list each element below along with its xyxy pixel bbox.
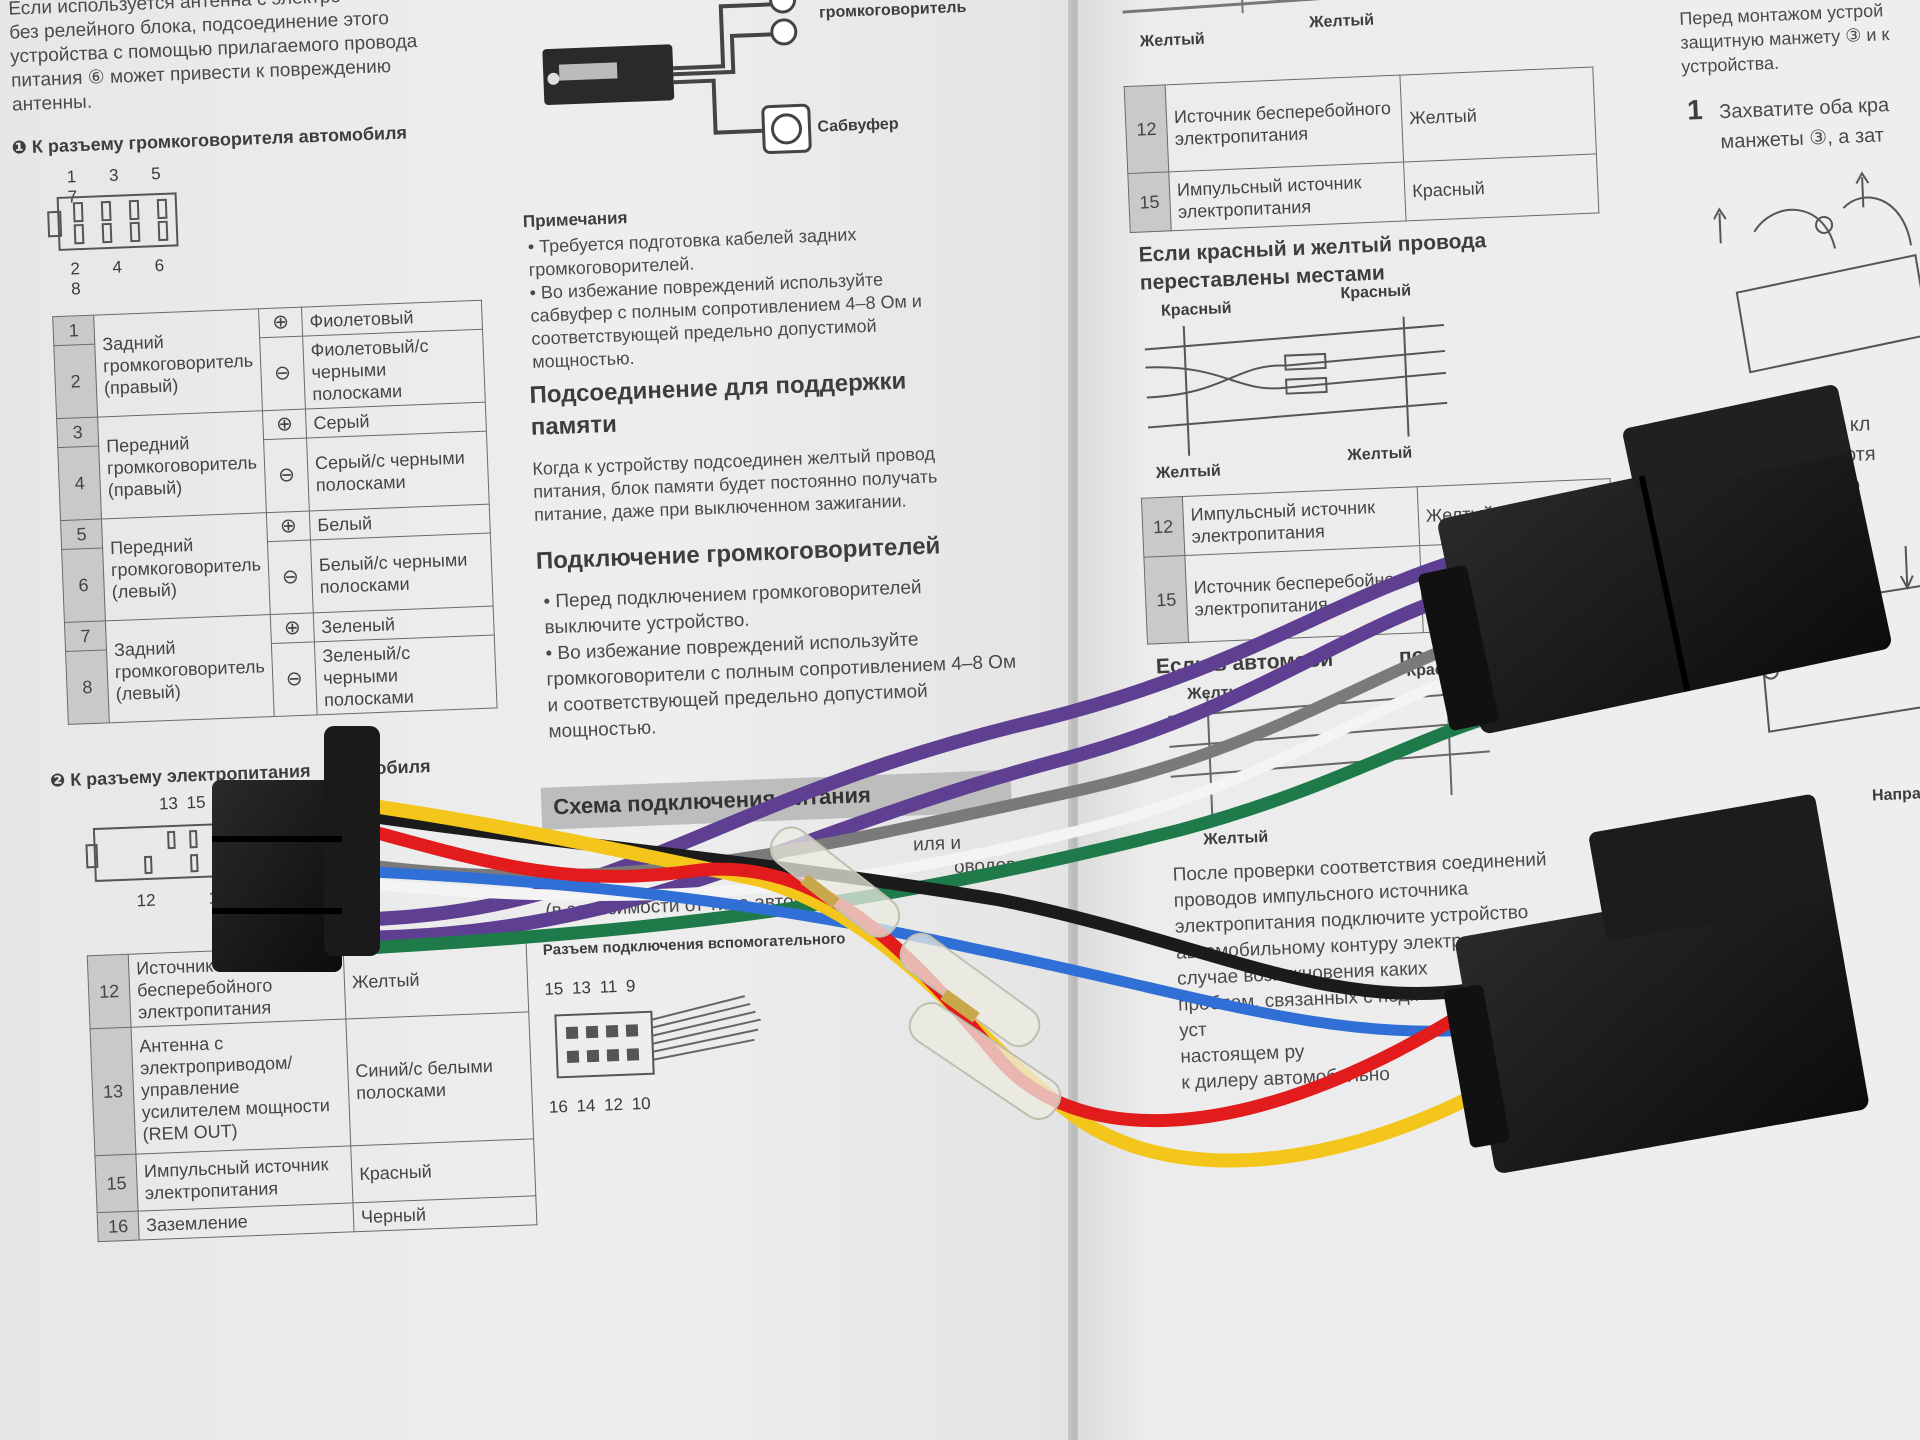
head-unit-diagram (542, 0, 812, 155)
iso-power-connector-right (1444, 794, 1869, 1173)
left-page-content: Если используется антенна с электро без … (0, 0, 1072, 1439)
aux-connector-icon (554, 995, 761, 1079)
red-wire (323, 813, 1507, 1128)
mounting-illustration (1712, 171, 1920, 374)
iso-power-connector-left (212, 726, 380, 972)
bullet-connector-metal (940, 989, 980, 1023)
bullet-connector-sleeve (908, 1002, 1062, 1120)
purple-wire (323, 583, 1477, 946)
speaker-connector-icon (47, 192, 179, 251)
top-wire-diagram (1122, 0, 1572, 14)
aux-connector-diagram: 15 13 11 9 16 14 12 10 (544, 970, 810, 1130)
white-wire (324, 660, 1496, 902)
swap-wire-diagram (1144, 316, 1448, 456)
blue-wire (324, 864, 1476, 1037)
manual-left-page: Если используется антенна с электро без … (0, 0, 1072, 1440)
iso-speaker-connector (1418, 385, 1892, 734)
bullet-connectors (769, 826, 1062, 1120)
green-wire (323, 707, 1507, 957)
bullet-connector-metal (800, 873, 840, 909)
speaker-connector-diagram: 1 3 5 7 2 4 6 8 (42, 163, 196, 298)
